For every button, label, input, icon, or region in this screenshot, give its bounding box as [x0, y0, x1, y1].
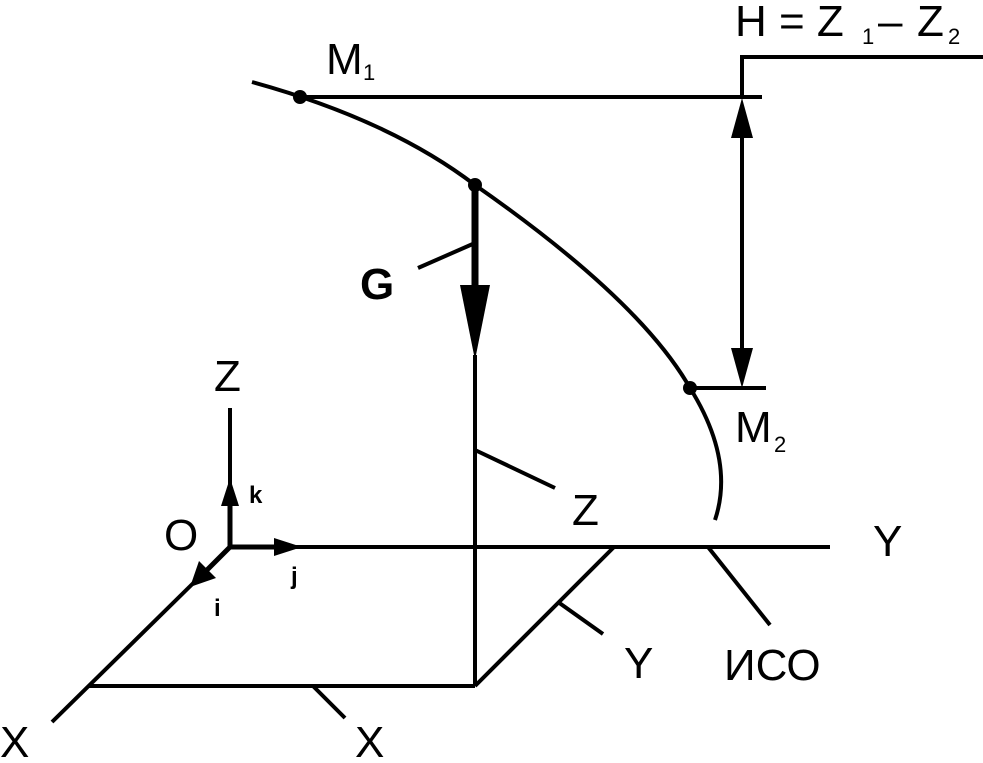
unit-j-label: j	[290, 563, 298, 590]
point-m2	[683, 381, 697, 395]
point-m1	[293, 90, 307, 104]
h-arrow-up	[731, 98, 753, 138]
unit-k-label: k	[249, 482, 263, 509]
unit-k-arrowhead	[221, 478, 239, 506]
origin-label: O	[164, 511, 198, 560]
unit-i-label: i	[214, 595, 221, 622]
unit-i-shaft	[203, 545, 232, 574]
m2-subscript: 2	[774, 432, 786, 457]
h-arrow-down	[731, 348, 753, 388]
x-edge-label: X	[355, 718, 384, 763]
gravity-arrowhead	[460, 285, 490, 360]
z-axis-label: Z	[214, 352, 241, 401]
formula-z: Z	[917, 0, 944, 46]
m2-label: M	[735, 403, 772, 452]
y-diag-label: Y	[624, 639, 653, 688]
formula-sub-2: 2	[948, 24, 960, 49]
z-vertical-label: Z	[572, 486, 599, 535]
m1-label: M	[326, 35, 363, 84]
g-leader	[417, 241, 476, 270]
unit-j-arrowhead	[274, 538, 302, 556]
x-axis-label: X	[0, 718, 29, 763]
formula-sub-1: 1	[862, 24, 874, 49]
z-leader	[474, 448, 556, 490]
m1-subscript: 1	[363, 60, 375, 85]
unit-i-arrowhead	[190, 561, 216, 587]
y-diagonal-line	[473, 545, 616, 688]
y-axis-label: Y	[873, 517, 902, 566]
formula-minus: –	[878, 0, 903, 46]
x-edge-leader	[311, 684, 347, 720]
trajectory-curve	[251, 80, 724, 521]
formula-h-label: H = Z	[735, 0, 844, 46]
frame-leader	[706, 545, 772, 627]
g-label: G	[360, 260, 394, 309]
y-diag-leader	[556, 600, 605, 636]
formula-leader	[740, 55, 983, 97]
frame-label: ИСО	[724, 641, 821, 690]
